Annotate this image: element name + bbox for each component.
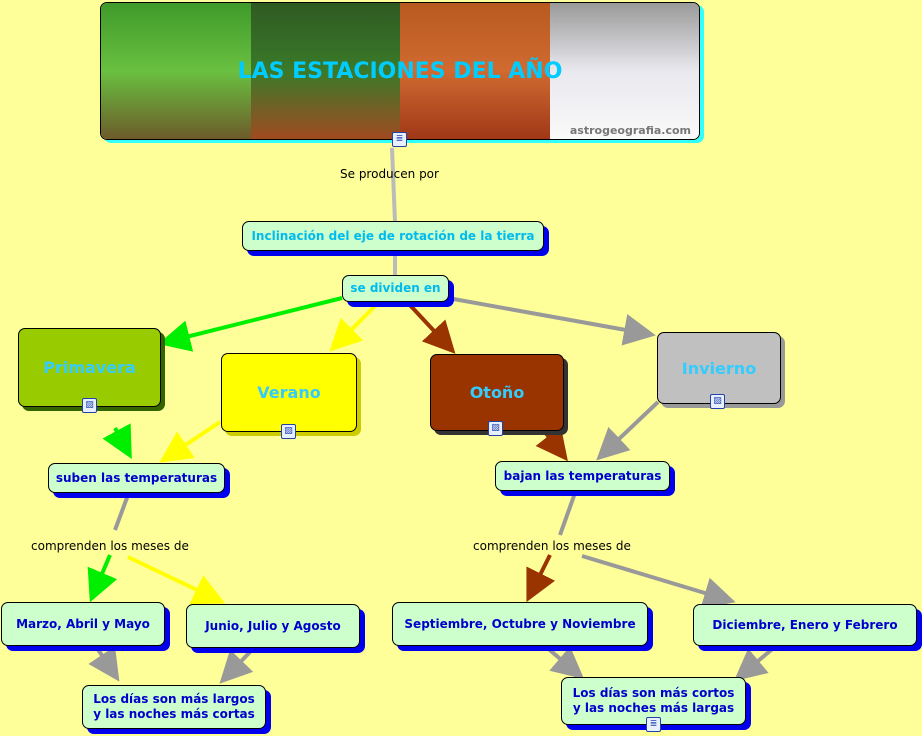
title-banner[interactable]: LAS ESTACIONES DEL AÑO astrogeografia.co… (100, 2, 700, 140)
node-septiembre[interactable]: Septiembre, Octubre y Noviembre (392, 602, 648, 646)
node-dias-cortos[interactable]: Los días son más cortos y las noches más… (561, 677, 746, 725)
season-otono[interactable]: Otoño (430, 354, 564, 431)
document-icon[interactable]: ≣ (646, 717, 661, 732)
image-icon[interactable]: ▨ (488, 421, 503, 436)
node-inclinacion[interactable]: Inclinación del eje de rotación de la ti… (242, 221, 544, 251)
node-dias-largos[interactable]: Los días son más largos y las noches más… (82, 685, 266, 729)
map-title: LAS ESTACIONES DEL AÑO (237, 59, 563, 84)
image-icon[interactable]: ▨ (710, 394, 725, 409)
season-verano[interactable]: Verano (221, 353, 357, 432)
season-invierno[interactable]: Invierno (657, 332, 781, 404)
node-junio[interactable]: Junio, Julio y Agosto (186, 604, 360, 648)
watermark: astrogeografia.com (569, 124, 691, 137)
season-primavera[interactable]: Primavera (18, 328, 161, 407)
node-marzo[interactable]: Marzo, Abril y Mayo (1, 602, 165, 646)
document-icon[interactable]: ≣ (392, 132, 407, 147)
node-se-dividen-en[interactable]: se dividen en (342, 275, 449, 302)
link-label-meses-right: comprenden los meses de (473, 539, 631, 553)
link-label-producen: Se producen por (340, 167, 439, 181)
image-icon[interactable]: ▨ (82, 398, 97, 413)
node-suben[interactable]: suben las temperaturas (48, 463, 225, 493)
link-label-meses-left: comprenden los meses de (31, 539, 189, 553)
node-diciembre[interactable]: Diciembre, Enero y Febrero (693, 604, 917, 646)
node-bajan[interactable]: bajan las temperaturas (495, 461, 670, 491)
image-icon[interactable]: ▨ (281, 424, 296, 439)
